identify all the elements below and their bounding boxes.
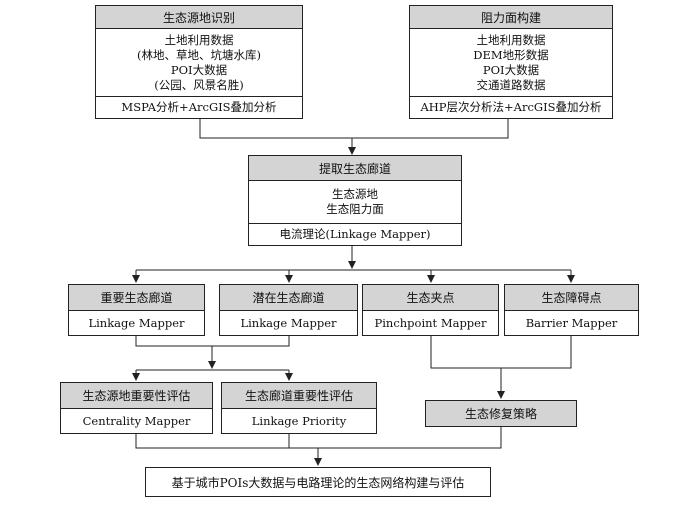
source-data-line: 土地利用数据 [164, 32, 234, 47]
source-importance-tool: Centrality Mapper [82, 413, 191, 428]
source-identification-title: 生态源地识别 [96, 6, 302, 29]
source-data-line: (林地、草地、坑塘水库) [137, 47, 261, 62]
corridor-importance-title: 生态廊道重要性评估 [222, 383, 376, 409]
corridor-input: 生态阻力面 [326, 202, 384, 216]
source-identification-box: 生态源地识别 土地利用数据 (林地、草地、坑塘水库) POI大数据 (公园、风景… [95, 5, 303, 119]
corridor-extraction-box: 提取生态廊道 生态源地 生态阻力面 电流理论(Linkage Mapper) [248, 155, 462, 246]
resistance-data-line: POI大数据 [482, 62, 540, 77]
resistance-data-list: 土地利用数据 DEM地形数据 POI大数据 交通道路数据 [410, 29, 612, 96]
source-data-line: POI大数据 [170, 62, 228, 77]
potential-corridor-title: 潜在生态廊道 [220, 285, 357, 311]
corridor-inputs: 生态源地 生态阻力面 [249, 181, 461, 223]
resistance-surface-title: 阻力面构建 [410, 6, 612, 29]
corridor-extraction-title: 提取生态廊道 [249, 156, 461, 181]
source-data-line: (公园、风景名胜) [154, 77, 244, 92]
corridor-importance-box: 生态廊道重要性评估 Linkage Priority [221, 382, 377, 434]
corridor-input: 生态源地 [332, 187, 378, 201]
barrier-title: 生态障碍点 [505, 285, 638, 311]
barrier-box: 生态障碍点 Barrier Mapper [504, 284, 639, 336]
barrier-tool: Barrier Mapper [525, 315, 618, 330]
important-corridor-box: 重要生态廊道 Linkage Mapper [68, 284, 205, 336]
source-importance-title: 生态源地重要性评估 [61, 383, 212, 409]
resistance-data-line: 交通道路数据 [476, 77, 546, 92]
corridor-importance-tool: Linkage Priority [251, 413, 347, 428]
conclusion-box: 基于城市POIs大数据与电路理论的生态网络构建与评估 [145, 467, 491, 497]
pinchpoint-box: 生态夹点 Pinchpoint Mapper [362, 284, 499, 336]
corridor-method: 电流理论(Linkage Mapper) [249, 223, 461, 245]
source-method: MSPA分析+ArcGIS叠加分析 [96, 96, 302, 118]
pinchpoint-title: 生态夹点 [363, 285, 498, 311]
source-importance-box: 生态源地重要性评估 Centrality Mapper [60, 382, 213, 434]
potential-corridor-tool: Linkage Mapper [240, 315, 337, 330]
source-data-list: 土地利用数据 (林地、草地、坑塘水库) POI大数据 (公园、风景名胜) [96, 29, 302, 96]
pinchpoint-tool: Pinchpoint Mapper [374, 315, 487, 330]
important-corridor-tool: Linkage Mapper [88, 315, 185, 330]
important-corridor-title: 重要生态廊道 [69, 285, 204, 311]
resistance-data-line: 土地利用数据 [476, 32, 546, 47]
resistance-method: AHP层次分析法+ArcGIS叠加分析 [410, 96, 612, 118]
potential-corridor-box: 潜在生态廊道 Linkage Mapper [219, 284, 358, 336]
resistance-surface-box: 阻力面构建 土地利用数据 DEM地形数据 POI大数据 交通道路数据 AHP层次… [409, 5, 613, 119]
restoration-strategy-box: 生态修复策略 [425, 400, 577, 427]
resistance-data-line: DEM地形数据 [473, 47, 549, 62]
